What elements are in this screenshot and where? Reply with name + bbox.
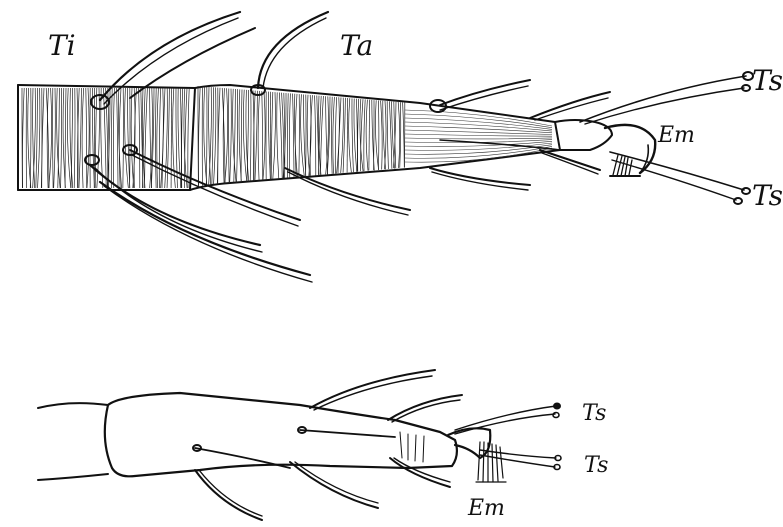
tarsus-segment — [190, 85, 560, 190]
pretarsus — [555, 120, 655, 176]
lower-proximal-segment — [38, 403, 108, 480]
label-ts-lower-bottom: Ts — [584, 453, 608, 478]
lower-setae — [193, 370, 561, 520]
label-em-upper: Em — [657, 123, 695, 148]
label-ts-upper-bottom: Ts — [752, 179, 783, 212]
label-ts-lower-top: Ts — [582, 401, 606, 426]
label-ti: Ti — [48, 29, 76, 62]
label-em-lower: Em — [467, 496, 505, 521]
label-ts-upper-top: Ts — [752, 64, 783, 97]
lower-leg-panel: Ts Ts Em — [38, 370, 608, 521]
upper-leg-panel: Ti Ta Ts Em Ts — [18, 12, 783, 282]
label-ta: Ta — [340, 29, 373, 62]
